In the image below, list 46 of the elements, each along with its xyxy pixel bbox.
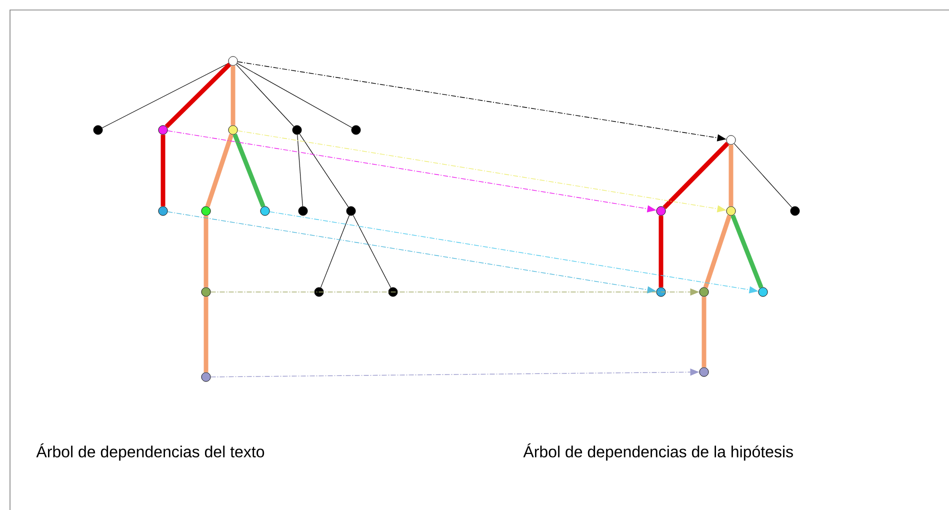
caption: Árbol de dependencias del texto (36, 443, 264, 461)
tree-edge (703, 214, 732, 288)
tree-node (346, 206, 356, 216)
tree-node (726, 135, 736, 145)
tree-node (351, 125, 361, 135)
tree-node (758, 287, 768, 297)
tree-edge (236, 64, 294, 127)
tree-node (201, 287, 211, 297)
tree-edge (164, 62, 232, 128)
tree-edge (297, 134, 303, 207)
tree-node (388, 287, 398, 297)
tree-edge (232, 134, 266, 208)
tree-edge (204, 296, 208, 372)
tree-edge (734, 143, 792, 208)
tree-node (158, 206, 168, 216)
tree-node (314, 287, 324, 297)
tree-edge (236, 63, 352, 128)
tree-node (699, 367, 709, 377)
tree-node (790, 206, 800, 216)
tree-edge (299, 134, 349, 208)
tree-node (298, 206, 308, 216)
caption: Árbol de dependencias de la hipótesis (523, 443, 793, 461)
tree-edge (230, 66, 236, 126)
tree-node (201, 372, 211, 382)
tree-node (93, 125, 103, 135)
tree-edge (730, 214, 764, 288)
tree-node (699, 287, 709, 297)
tree-node (201, 206, 211, 216)
tree-node (726, 206, 736, 216)
tree-edge (160, 134, 166, 206)
tree-edge (728, 144, 734, 206)
tree-edge (102, 62, 230, 128)
tree-edge (662, 142, 730, 210)
tree-node (158, 125, 168, 135)
tree-node (656, 206, 666, 216)
tree-node (292, 125, 302, 135)
tree-node (228, 125, 238, 135)
tree-edge (658, 216, 664, 288)
tree-edge (204, 216, 208, 288)
tree-edge (320, 215, 350, 288)
tree-node (656, 287, 666, 297)
tree-node (228, 56, 238, 66)
tree-edge (702, 296, 706, 368)
tree-edge (352, 214, 392, 288)
tree-edge (205, 134, 234, 208)
tree-node (260, 206, 270, 216)
